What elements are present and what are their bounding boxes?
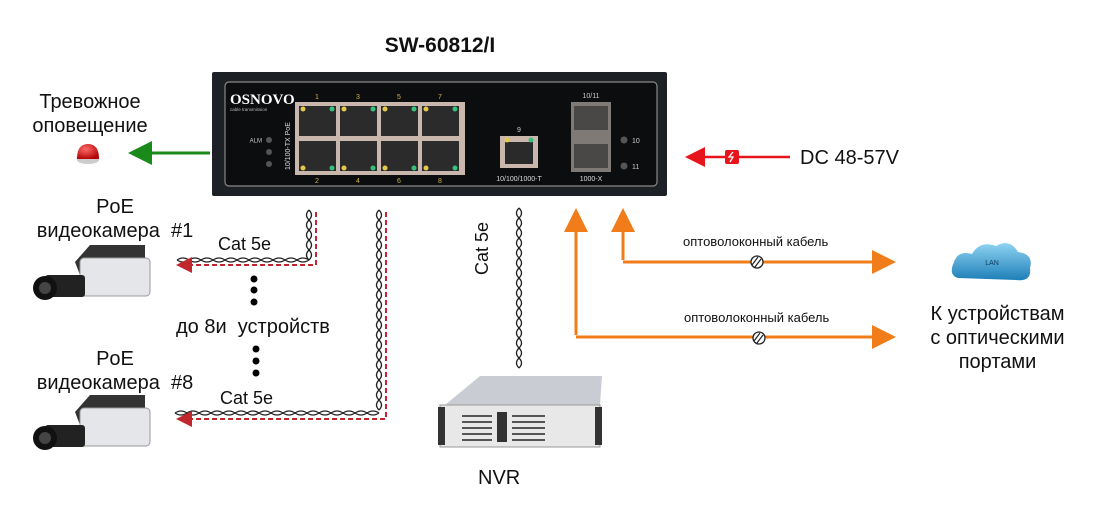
rj45-port	[381, 106, 418, 136]
lan-cloud-icon: LAN	[951, 243, 1031, 281]
fiber-label-1: оптоволоконный кабель	[683, 234, 829, 249]
optical-devices-label: К устройствам с оптическими портами	[905, 302, 1090, 374]
port-number: 2	[315, 178, 319, 185]
port-number: 8	[438, 178, 442, 185]
alarm-label: Тревожное оповещение	[20, 90, 160, 138]
port-numbers: 1 3 5 7 2 4 6 8	[315, 94, 442, 185]
rj45-port	[422, 106, 459, 136]
rj45-port	[299, 106, 336, 136]
camera-8-icon	[33, 395, 151, 450]
diagram-title: SW-60812/I	[384, 34, 496, 57]
port-number: 3	[356, 94, 360, 101]
camera-1-icon	[33, 245, 151, 300]
nvr-label: NVR	[478, 467, 521, 489]
fiber-connector-icon	[752, 331, 766, 345]
twisted-pair-cable	[176, 259, 310, 263]
camera-1-line1: PoE	[96, 196, 134, 218]
brand-subtitle: cable transmission	[230, 107, 268, 112]
camera-8-line1: PoE	[96, 348, 134, 370]
sfp-port-10: 10	[632, 138, 640, 145]
camera-8-label: PoE видеокамера #8	[0, 347, 230, 395]
rj45-port	[422, 141, 459, 171]
rj45-port	[340, 141, 377, 171]
port-number: 1	[315, 94, 319, 101]
poe-port-group	[299, 106, 459, 171]
port-number: 4	[356, 178, 360, 185]
optical-line1: К устройствам	[930, 303, 1065, 325]
port-number: 6	[397, 178, 401, 185]
svg-text:LAN: LAN	[985, 260, 999, 267]
gig-port-number: 9	[517, 127, 521, 134]
rj45-port	[299, 141, 336, 171]
port-number: 7	[438, 94, 442, 101]
gig-port-label: 10/100/1000-T	[496, 176, 542, 183]
switch-device: OSNOVO cable transmission ALM 1 3 5 7 2 4 6 8 9…	[212, 72, 667, 196]
alarm-label-line2: оповещение	[32, 115, 148, 137]
optical-line2: с оптическими	[930, 327, 1065, 349]
fiber-connector-icon	[750, 255, 764, 269]
twisted-pair-cable	[308, 209, 313, 261]
poe-power-path-8	[176, 212, 387, 427]
port-number: 5	[397, 94, 401, 101]
cable-label-nvr: Cat 5e	[472, 221, 492, 275]
devices-note: до 8и устройств	[176, 316, 330, 338]
rj45-port	[340, 106, 377, 136]
alarm-label-line1: Тревожное	[39, 91, 141, 113]
camera-1-label: PoE видеокамера #1	[0, 195, 230, 243]
led-indicator	[266, 161, 272, 167]
nvr-server-icon	[438, 376, 602, 448]
cable-label-top: Cat 5e	[218, 234, 272, 254]
sfp-group-label: 10/11	[583, 93, 600, 100]
twisted-pair-cable	[174, 412, 380, 416]
alarm-siren-icon	[77, 144, 99, 164]
led-indicator	[266, 149, 272, 155]
cable-label-bottom: Cat 5e	[220, 388, 274, 408]
status-leds: ALM	[250, 137, 272, 167]
fiber-label-2: оптоволоконный кабель	[684, 310, 830, 325]
poe-cables	[174, 207, 523, 416]
brand-logo: OSNOVO	[230, 92, 295, 108]
ellipsis-dots	[250, 275, 260, 377]
camera-1-line2: видеокамера #1	[36, 220, 194, 242]
sfp-port-11: 11	[632, 164, 639, 171]
led-label: ALM	[250, 139, 262, 145]
power-label: DC 48-57V	[800, 147, 899, 169]
camera-8-line2: видеокамера #8	[36, 372, 194, 394]
led-indicator	[266, 137, 272, 143]
sfp-label: 1000-X	[580, 176, 603, 183]
poe-power-path-1	[176, 212, 317, 273]
optical-line3: портами	[958, 351, 1037, 373]
rj45-port	[381, 141, 418, 171]
poe-label: 10/100-TX PoE	[285, 122, 292, 170]
